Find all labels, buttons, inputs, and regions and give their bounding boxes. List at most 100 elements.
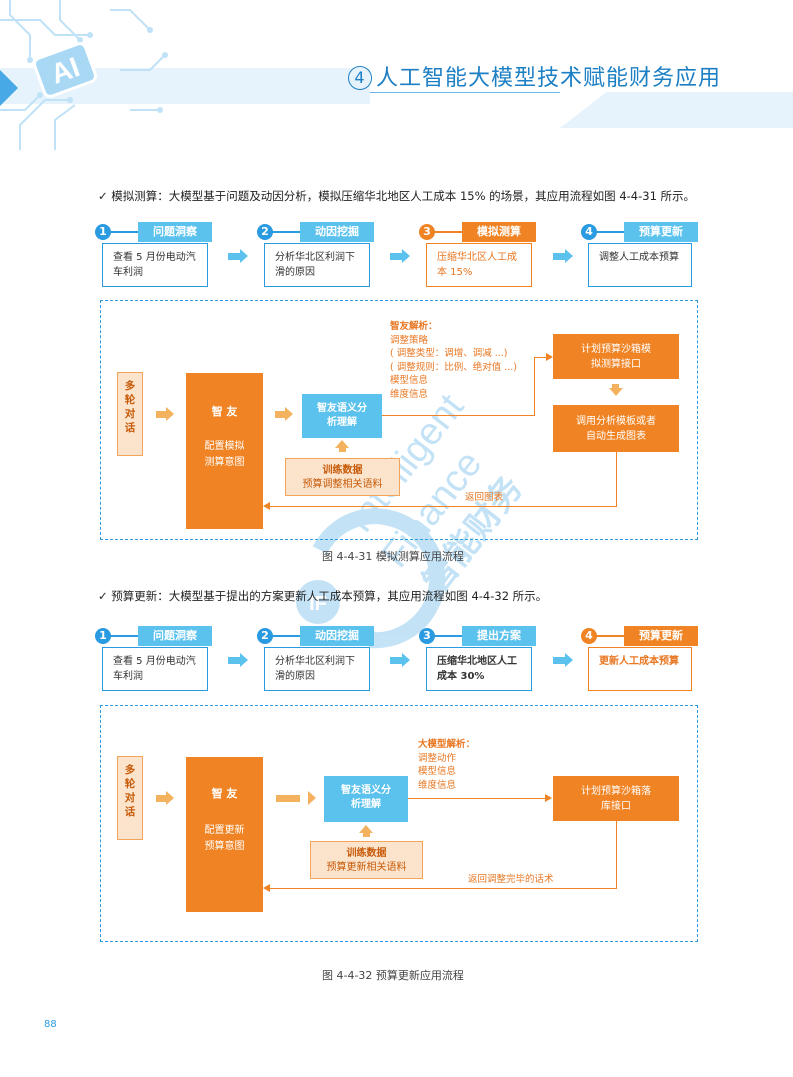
step-tag: 动因挖掘 [300,626,374,646]
step-box: 查看 5 月份电动汽车利润 [102,647,208,691]
section2-intro: ✓ 预算更新：大模型基于提出的方案更新人工成本预算，其应用流程如图 4-4-32… [98,589,548,603]
connector-line [616,452,617,507]
step-number: 3 [419,224,435,240]
semantic-box: 智友语义分析理解 [302,394,382,438]
analysis-line: 调整策略 [390,334,429,346]
step-tag: 动因挖掘 [300,222,374,242]
training-body: 预算更新相关语料 [326,862,407,873]
step-tag: 提出方案 [462,626,536,646]
zhiyou-title: 智 友 [211,787,238,800]
chapter-title-text: 人工智能大模型技术赋能财务应用 [376,66,722,91]
analysis-line: 调整动作 [418,752,457,764]
connector-line [270,888,617,889]
arrow-up-icon [336,440,348,452]
step-box: 分析华北区利润下滑的原因 [264,243,370,287]
step-connector [110,231,138,233]
step-connector [110,635,138,637]
step-tag: 模拟测算 [462,222,536,242]
multi-turn-box: 多轮对话 [117,756,143,840]
step-connector [434,635,462,637]
analysis-text: 智友解析： 调整策略 ( 调整类型：调增、调减 ...) ( 调整规则：比例、绝… [390,320,517,401]
zhiyou-box: 智 友 配置模拟测算意图 [186,373,263,529]
figure-caption-1: 图 4-4-31 模拟测算应用流程 [322,550,464,563]
arrow-right-icon [156,407,174,421]
analysis-line: ( 调整规则：比例、绝对值 ...) [390,361,518,373]
arrow-down-icon [610,384,622,396]
step-connector [272,231,300,233]
analysis-line: 维度信息 [418,779,457,791]
connector-line [534,357,548,358]
step-tag: 问题洞察 [138,222,212,242]
section-number: 4 [348,66,372,90]
connector-line [616,821,617,889]
arrow-up-icon [360,825,372,837]
step-box: 更新人工成本预算 [588,647,692,691]
arrow-right-icon [228,653,248,667]
arrow-right-icon [553,653,573,667]
flow-frame-2 [100,705,698,942]
step-connector [596,231,624,233]
arrowhead-icon [263,502,270,510]
return-label: 返回图表 [465,492,504,503]
step-connector [596,635,624,637]
return-label: 返回调整完毕的话术 [468,874,554,885]
training-title: 训练数据 [346,848,387,859]
flow-frame-1 [100,300,698,540]
analysis-line: 维度信息 [390,388,429,400]
multi-turn-box: 多轮对话 [117,372,143,456]
sandbox-box: 计划预算沙箱落库接口 [553,776,679,821]
step-tag: 预算更新 [624,626,698,646]
training-box: 训练数据 预算更新相关语料 [310,841,423,879]
connector-line [270,506,617,507]
step-number: 2 [257,224,273,240]
analysis-line: ( 调整类型：调增、调减 ...) [390,348,508,359]
step-number: 1 [95,628,111,644]
connector-line [534,357,535,416]
multi-turn-label: 多轮对话 [124,380,136,434]
step-box: 调整人工成本预算 [588,243,692,287]
zhiyou-box: 智 友 配置更新预算意图 [186,757,263,912]
arrow-right-icon [390,653,410,667]
training-title: 训练数据 [322,465,363,476]
training-box: 训练数据 预算调整相关语料 [285,458,400,496]
analysis-line: 模型信息 [418,766,457,777]
step-number: 1 [95,224,111,240]
training-body: 预算调整相关语料 [302,479,383,490]
zhiyou-body: 配置更新预算意图 [204,825,245,852]
arrow-right-icon [156,791,174,805]
connector-line [382,415,535,416]
step-number: 3 [419,628,435,644]
header-rule [370,92,560,93]
zhiyou-body: 配置模拟测算意图 [204,441,245,468]
step-tag: 问题洞察 [138,626,212,646]
step-box: 分析华北区利润下滑的原因 [264,647,370,691]
section1-intro: ✓ 模拟测算：大模型基于问题及动因分析，模拟压缩华北地区人工成本 15% 的场景… [98,189,696,203]
connector-line [408,798,546,799]
analysis-title: 智友解析： [390,321,438,332]
arrow-right-icon [276,791,316,805]
arrow-right-icon [228,249,248,263]
arrow-right-icon [275,407,293,421]
analysis-line: 模型信息 [390,375,429,386]
step-box: 压缩华北区人工成本 15% [426,243,532,287]
step-number: 4 [581,628,597,644]
analysis-title: 大模型解析： [418,739,476,750]
semantic-box: 智友语义分析理解 [324,776,408,822]
analysis-text: 大模型解析： 调整动作 模型信息 维度信息 [418,738,475,792]
chart-box: 调用分析模板或者自动生成图表 [553,405,679,452]
arrowhead-icon [263,884,270,892]
step-box: 查看 5 月份电动汽车利润 [102,243,208,287]
step-box: 压缩华北地区人工成本 30% [426,647,532,691]
step-connector [272,635,300,637]
arrow-right-icon [553,249,573,263]
step-number: 4 [581,224,597,240]
circuit-ai-logo: AI [0,0,168,150]
arrowhead-icon [545,794,552,802]
step-connector [434,231,462,233]
step-tag: 预算更新 [624,222,698,242]
arrowhead-icon [546,353,553,361]
arrow-right-icon [390,249,410,263]
zhiyou-title: 智 友 [211,405,238,418]
page-number: 88 [44,1019,57,1030]
